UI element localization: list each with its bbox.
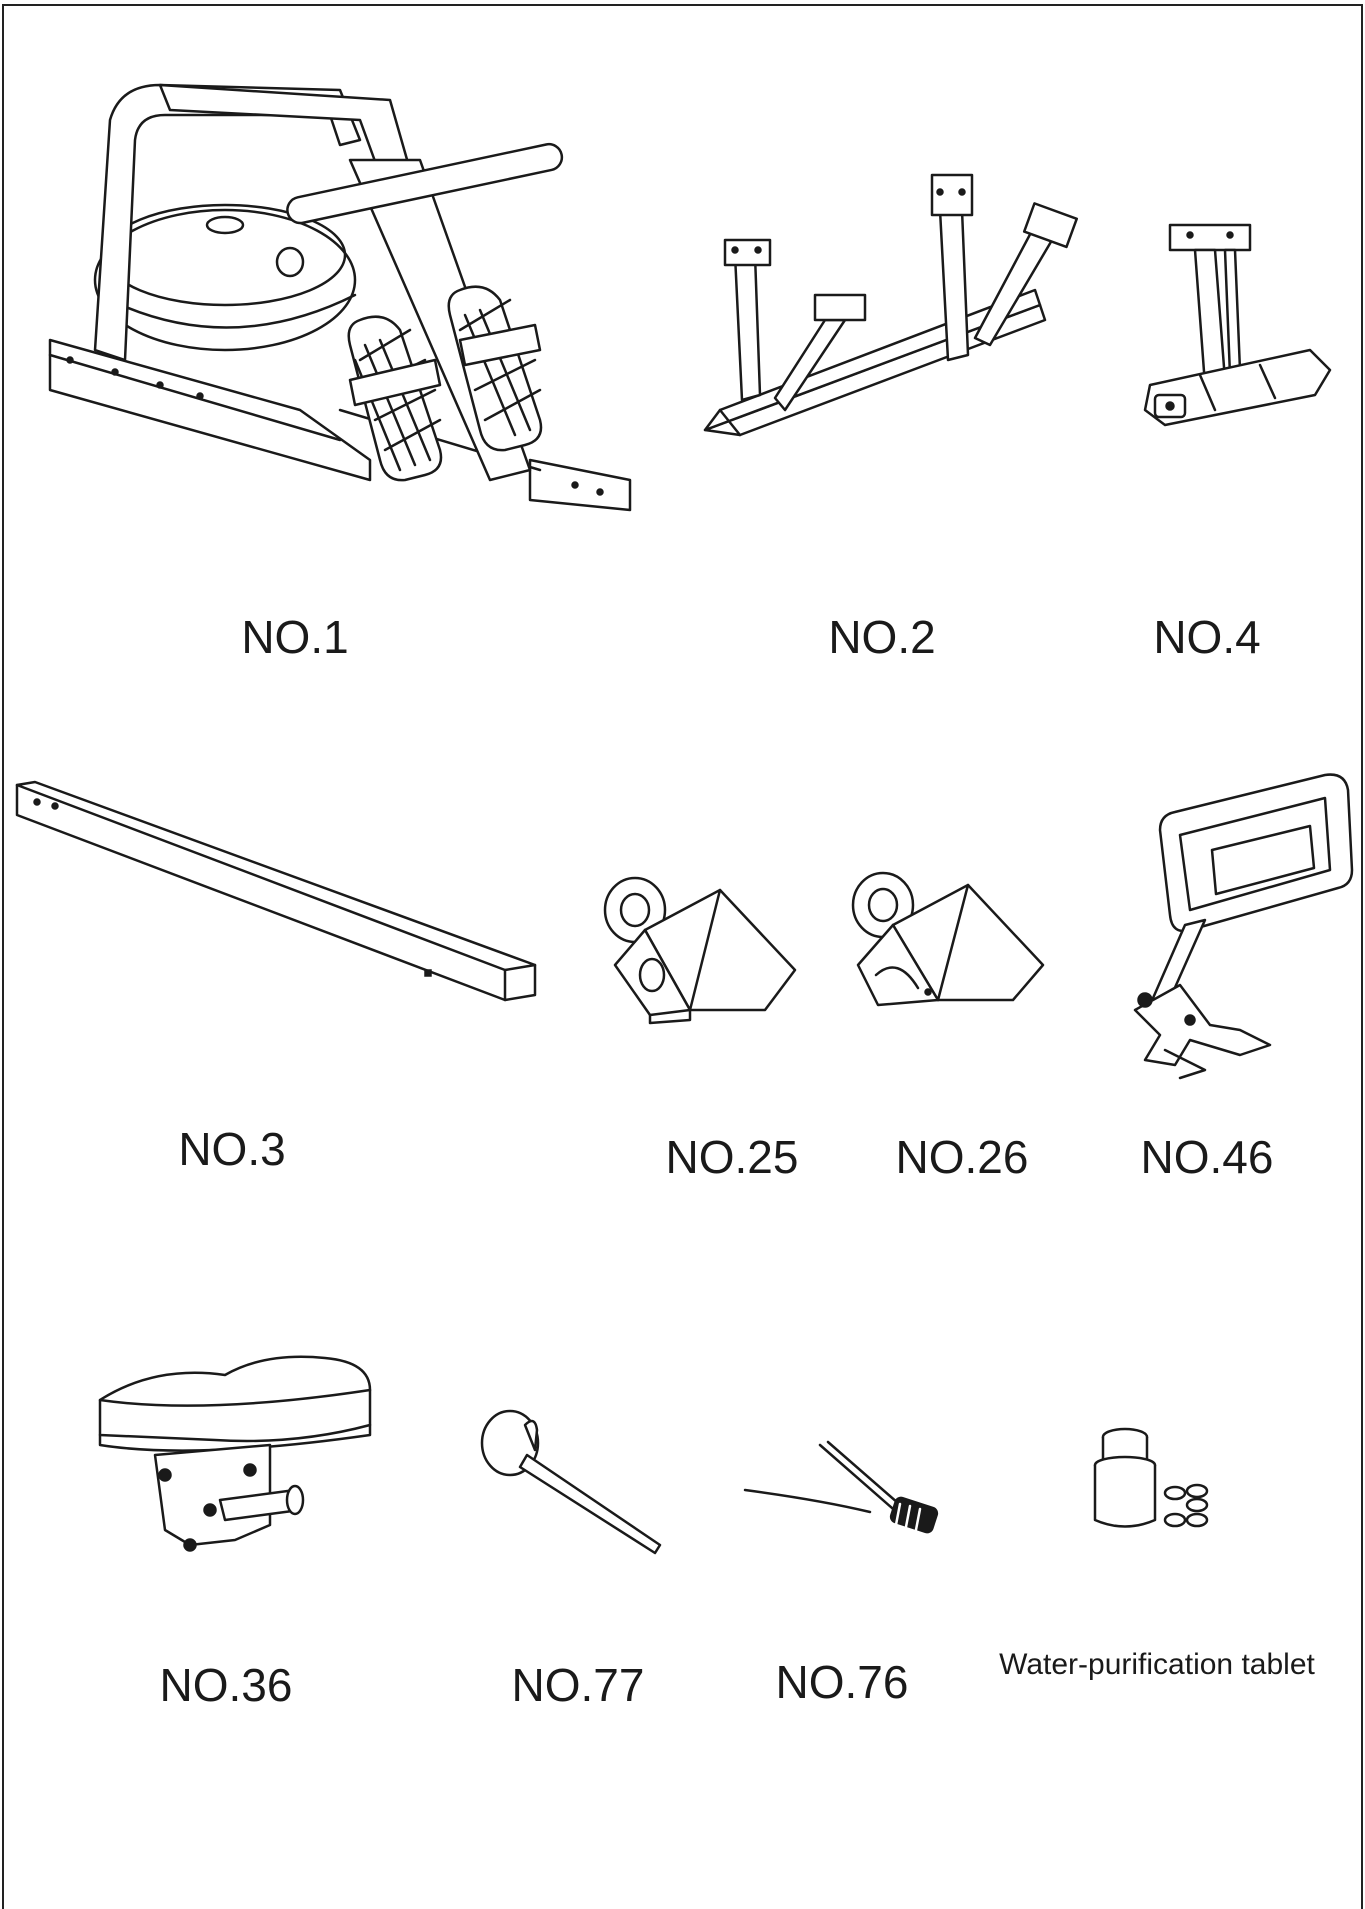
carriage-25-drawing — [590, 875, 800, 1025]
main-frame-drawing — [40, 60, 640, 540]
part-label-no46: NO.46 — [1140, 1131, 1274, 1183]
siphon-tube-drawing — [740, 1440, 950, 1540]
part-label-no2: NO.2 — [828, 611, 936, 663]
part-label-no3: NO.3 — [178, 1123, 286, 1175]
part-label-no26: NO.26 — [895, 1131, 1029, 1183]
funnel-drawing — [475, 1405, 670, 1555]
part-label-no76: NO.76 — [775, 1656, 909, 1708]
diagram-frame — [2, 4, 1363, 1909]
monitor-drawing — [1120, 770, 1360, 1080]
part-label-no4: NO.4 — [1153, 611, 1261, 663]
part-label-tablet: Water-purification tablet — [999, 1648, 1315, 1681]
slide-rail-drawing — [15, 780, 540, 1010]
rear-stabilizer-drawing — [1140, 220, 1340, 440]
part-label-no25: NO.25 — [665, 1131, 799, 1183]
part-label-no36: NO.36 — [159, 1659, 293, 1711]
front-stabilizer-drawing — [700, 170, 1090, 440]
part-label-no77: NO.77 — [511, 1659, 645, 1711]
tablet-bottle-drawing — [1085, 1425, 1225, 1535]
carriage-26-drawing — [838, 870, 1048, 1020]
seat-drawing — [95, 1350, 375, 1565]
part-label-no1: NO.1 — [241, 611, 349, 663]
